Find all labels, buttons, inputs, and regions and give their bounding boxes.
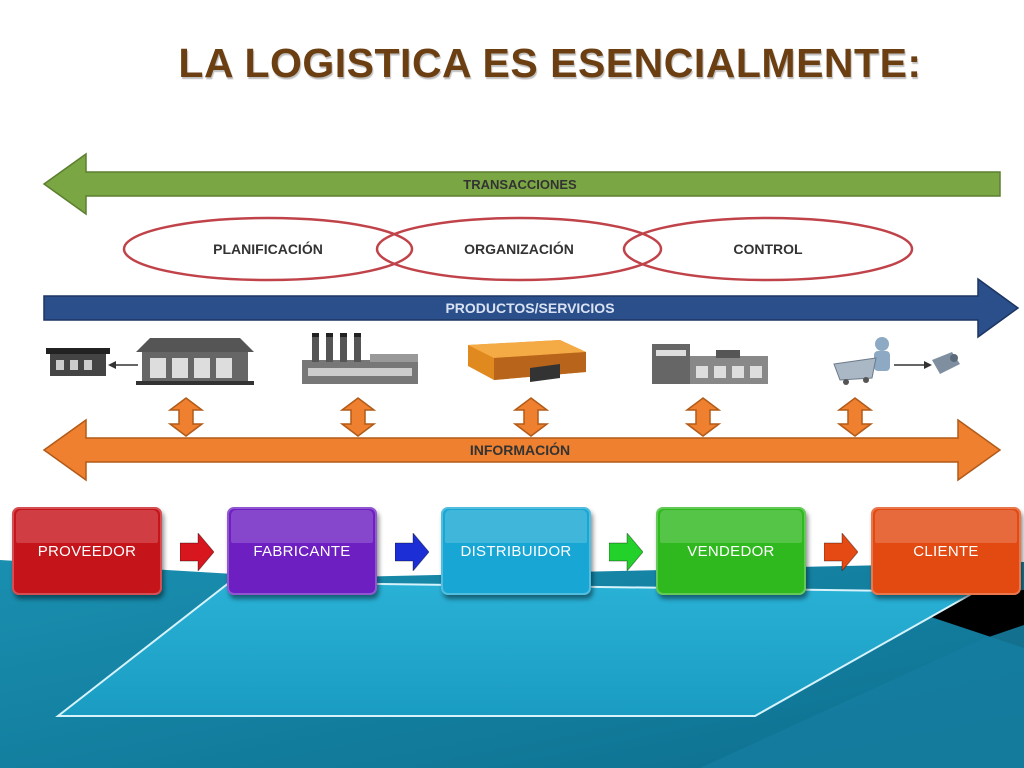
chain-box-vendedor: VENDEDOR (656, 507, 806, 595)
management-circles: PLANIFICACIÓN ORGANIZACIÓN CONTROL (122, 216, 914, 282)
chain-label-vendedor: VENDEDOR (687, 542, 775, 560)
slide-title: LA LOGISTICA ES ESENCIALMENTE: (178, 40, 922, 86)
informacion-arrow: INFORMACIÓN (42, 418, 1002, 482)
chain-box-fabricante: FABRICANTE (227, 507, 377, 595)
warehouse-icon (136, 338, 254, 385)
customer-cart-icon (833, 337, 890, 385)
delivery-icon (932, 352, 960, 374)
double-arrow-4 (684, 397, 722, 437)
productos-label: PRODUCTOS/SERVICIOS (445, 300, 614, 316)
teal-bg-right (700, 625, 1024, 768)
organizacion-ellipse (375, 216, 663, 282)
organizacion-label: ORGANIZACIÓN (464, 240, 574, 257)
vertical-arrows (167, 397, 874, 437)
chain-label-proveedor: PROVEEDOR (37, 542, 137, 560)
chain-box-proveedor: PROVEEDOR (12, 507, 162, 595)
double-arrow-1 (167, 397, 205, 437)
informacion-label: INFORMACIÓN (470, 441, 570, 458)
chain-box-cliente: CLIENTE (871, 507, 1021, 595)
planificacion-ellipse (122, 216, 414, 282)
double-arrow-2 (339, 397, 377, 437)
planificacion-label: PLANIFICACIÓN (213, 240, 323, 257)
transacciones-arrow: TRANSACCIONES (42, 152, 1001, 216)
factory-icon (302, 333, 418, 384)
supply-chain-icons (46, 333, 960, 385)
chain-label-cliente: CLIENTE (913, 542, 979, 560)
left-pointer-icon (108, 361, 138, 369)
control-ellipse (622, 216, 914, 282)
chain-label-fabricante: FABRICANTE (253, 542, 351, 560)
truck-icon (468, 340, 586, 382)
productos-arrow: PRODUCTOS/SERVICIOS (43, 277, 1020, 339)
control-label: CONTROL (733, 241, 803, 257)
right-pointer-icon (894, 361, 932, 369)
chain-label-distribuidor: DISTRIBUIDOR (460, 542, 572, 560)
chain-box-distribuidor: DISTRIBUIDOR (441, 507, 591, 595)
transacciones-label: TRANSACCIONES (463, 177, 577, 192)
double-arrow-3 (512, 397, 550, 437)
small-building-icon (46, 348, 110, 376)
double-arrow-5 (836, 397, 874, 437)
distribution-center-icon (652, 344, 768, 384)
